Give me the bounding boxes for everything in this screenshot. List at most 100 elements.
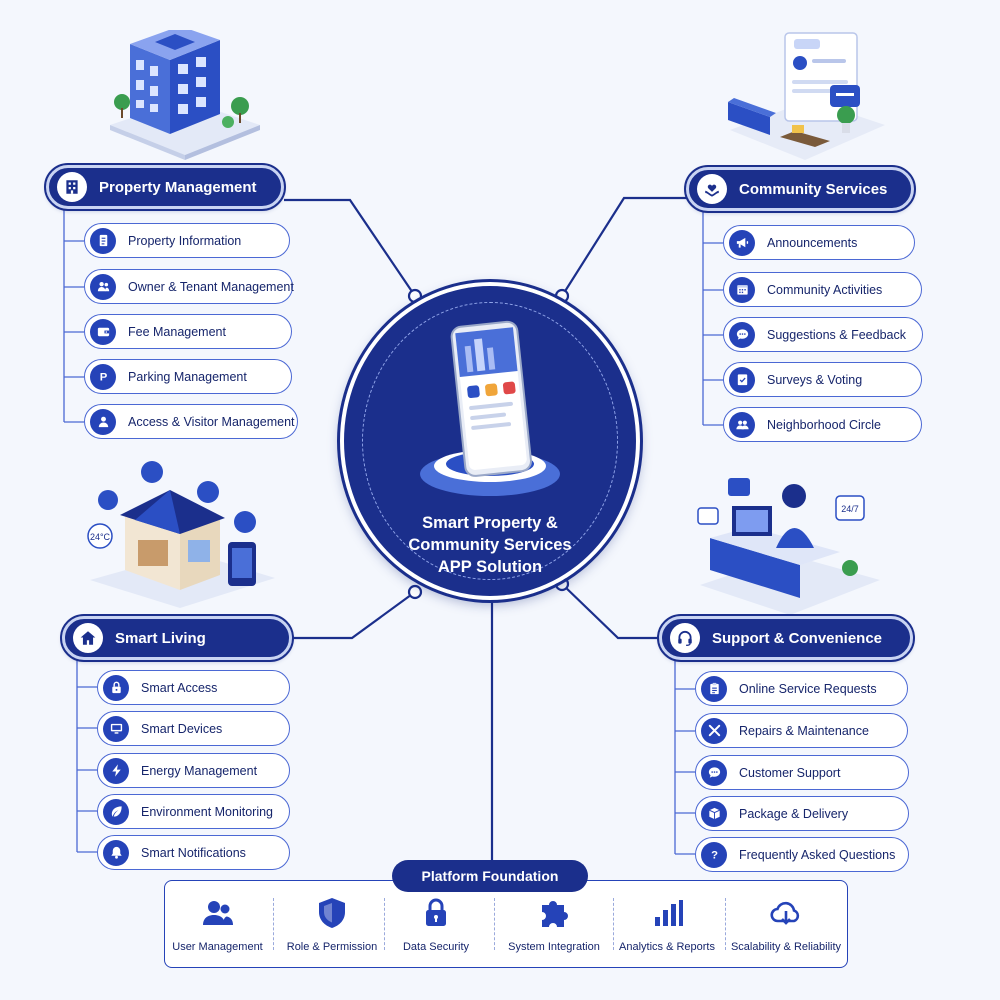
item-smart-notifications[interactable]: Smart Notifications (97, 835, 290, 870)
checklist-icon (729, 366, 755, 393)
monitor-icon (103, 715, 129, 742)
cloud-icon (768, 895, 804, 931)
item-announcements[interactable]: Announcements (723, 225, 915, 260)
person-icon (90, 408, 116, 435)
platform-foundation-title: Platform Foundation (392, 860, 588, 892)
connector-community (561, 196, 690, 297)
item-community-activities[interactable]: Community Activities (723, 272, 922, 307)
item-surveys-voting[interactable]: Surveys & Voting (723, 362, 922, 397)
bar-chart-icon (649, 895, 685, 931)
chat-icon (729, 321, 755, 348)
24-7-badge: 24/7 (841, 504, 859, 514)
phone-illustration (420, 320, 560, 496)
chat-icon (701, 759, 727, 786)
support-convenience-label: Support & Convenience (712, 629, 883, 647)
item-label: Community Activities (767, 282, 883, 297)
item-label: Online Service Requests (739, 681, 877, 696)
item-label: Announcements (767, 235, 858, 250)
clipboard-icon (701, 675, 727, 702)
foundation-role-permission[interactable]: Role & Permission (276, 895, 388, 965)
hub-title-line: Smart Property & (422, 514, 558, 532)
community-room-illustration (728, 32, 885, 160)
foundation-system-integration[interactable]: System Integration (498, 895, 610, 965)
people-icon (90, 273, 116, 300)
foundation-user-management[interactable]: User Management (165, 895, 270, 965)
shield-icon (314, 895, 350, 931)
item-smart-access[interactable]: Smart Access (97, 670, 290, 705)
support-convenience-header[interactable]: Support & Convenience (657, 614, 915, 662)
item-smart-devices[interactable]: Smart Devices (97, 711, 290, 746)
support-agent-illustration: 24/7 (697, 478, 880, 615)
item-energy-management[interactable]: Energy Management (97, 753, 290, 788)
document-icon (90, 227, 116, 254)
svg-text:P: P (99, 372, 107, 384)
smart-living-header[interactable]: Smart Living (60, 614, 294, 662)
item-label: Smart Notifications (141, 845, 246, 860)
foundation-label: Analytics & Reports (619, 941, 715, 953)
svg-text:?: ? (711, 850, 718, 862)
item-label: Frequently Asked Questions (739, 847, 896, 862)
building-icon (57, 172, 87, 202)
hub-title: Smart Property & Community Services APP … (344, 512, 636, 578)
divider (384, 898, 385, 950)
property-management-label: Property Management (99, 178, 257, 196)
item-property-information[interactable]: Property Information (84, 223, 290, 258)
temperature-readout: 24°C (90, 532, 111, 542)
community-services-header[interactable]: Community Services (684, 165, 916, 213)
lock-icon (103, 674, 129, 701)
item-label: Repairs & Maintenance (739, 723, 869, 738)
item-package-delivery[interactable]: Package & Delivery (695, 796, 909, 831)
item-fee-management[interactable]: Fee Management (84, 314, 292, 349)
item-parking-management[interactable]: P Parking Management (84, 359, 292, 394)
item-label: Energy Management (141, 763, 258, 778)
item-customer-support[interactable]: Customer Support (695, 755, 909, 790)
foundation-label: User Management (172, 941, 263, 953)
central-hub: Smart Property & Community Services APP … (337, 279, 643, 603)
foundation-label: System Integration (508, 941, 600, 953)
item-owner-tenant-management[interactable]: Owner & Tenant Management (84, 269, 294, 304)
connector-support (561, 583, 660, 640)
item-label: Parking Management (128, 369, 247, 384)
tools-icon (701, 717, 727, 744)
item-label: Smart Access (141, 680, 218, 695)
group-icon (729, 411, 755, 438)
megaphone-icon (729, 229, 755, 256)
item-label: Smart Devices (141, 721, 223, 736)
item-access-visitor-management[interactable]: Access & Visitor Management (84, 404, 298, 439)
heart-hands-icon (697, 174, 727, 204)
foundation-label: Data Security (402, 941, 470, 953)
hub-dashed-ring (362, 302, 618, 580)
connector-smart-living (292, 591, 416, 640)
connector-property (284, 198, 416, 297)
node-dot (407, 584, 423, 600)
item-label: Suggestions & Feedback (767, 327, 906, 342)
bell-icon (103, 839, 129, 866)
item-label: Access & Visitor Management (128, 414, 295, 429)
divider (725, 898, 726, 950)
foundation-label: Scalability & Reliability (730, 941, 842, 953)
foundation-data-security[interactable]: Data Security (386, 895, 486, 965)
package-icon (701, 800, 727, 827)
item-environment-monitoring[interactable]: Environment Monitoring (97, 794, 290, 829)
smart-living-label: Smart Living (115, 629, 206, 647)
item-repairs-maintenance[interactable]: Repairs & Maintenance (695, 713, 908, 748)
item-neighborhood-circle[interactable]: Neighborhood Circle (723, 407, 922, 442)
divider (494, 898, 495, 950)
platform-foundation-panel (164, 880, 848, 968)
divider (273, 898, 274, 950)
foundation-scalability-reliability[interactable]: Scalability & Reliability (728, 895, 844, 965)
item-label: Environment Monitoring (141, 804, 274, 819)
bolt-icon (103, 757, 129, 784)
item-online-service-requests[interactable]: Online Service Requests (695, 671, 908, 706)
puzzle-icon (536, 895, 572, 931)
leaf-icon (103, 798, 129, 825)
parking-icon: P (90, 363, 116, 390)
question-icon: ? (701, 841, 727, 868)
calendar-icon (729, 276, 755, 303)
property-management-header[interactable]: Property Management (44, 163, 286, 211)
foundation-analytics-reports[interactable]: Analytics & Reports (615, 895, 719, 965)
item-suggestions-feedback[interactable]: Suggestions & Feedback (723, 317, 923, 352)
hub-title-line: Community Services (408, 536, 572, 554)
item-frequently-asked-questions[interactable]: ? Frequently Asked Questions (695, 837, 909, 872)
